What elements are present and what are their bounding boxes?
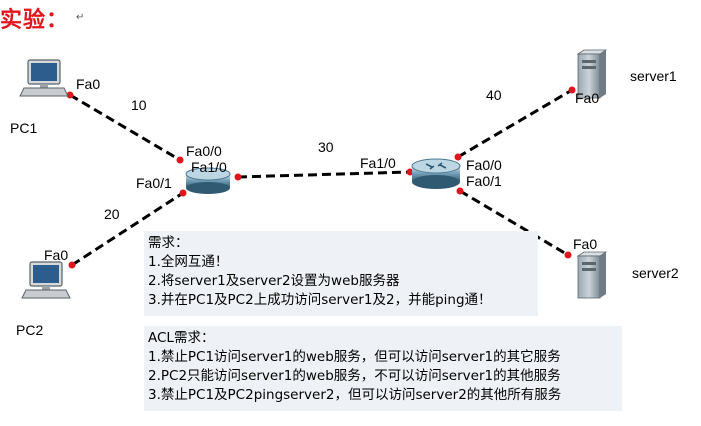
port-label-server2-fa0: Fa0 [573, 236, 598, 252]
link-router2-server1 [457, 88, 573, 159]
port-label-r1-fa10: Fa1/0 [191, 159, 227, 175]
port-dot-r2-fa01 [456, 187, 464, 195]
link-label-router2-server1: 40 [486, 87, 502, 103]
port-dot-pc2-fa0 [68, 261, 76, 269]
acl-requirements-box: ACL需求： 1.禁止PC1访问server1的web服务，但可以访问serve… [144, 326, 622, 411]
port-dot-server1-fa0 [568, 86, 576, 94]
acl-title: ACL需求： [148, 330, 215, 346]
server2-icon [576, 251, 608, 299]
port-label-pc2-fa0: Fa0 [44, 247, 69, 263]
acl-item: 2.PC2只能访问server1的web服务，不可以访问server1的其他服务 [148, 368, 561, 384]
port-label-server1-fa0: Fa0 [575, 90, 600, 106]
link-pc2-router1 [71, 191, 184, 267]
paragraph-mark: ↵ [76, 12, 85, 23]
server2-label: server2 [632, 265, 679, 281]
diagram-heading: 实验： [0, 7, 70, 33]
link-label-router1-router2: 30 [318, 139, 334, 155]
pc1-icon [19, 59, 69, 97]
port-dot-pc1-fa0 [66, 91, 74, 99]
port-dot-r1-fa00 [176, 156, 184, 164]
port-label-r2-fa10: Fa1/0 [360, 155, 396, 171]
pc2-icon [21, 261, 71, 299]
port-dot-r1-fa10 [234, 173, 242, 181]
port-label-pc1-fa0: Fa0 [76, 76, 101, 92]
link-router1-router2 [237, 170, 411, 179]
requirements-title: 需求： [148, 235, 189, 251]
pc2-label: PC2 [16, 322, 44, 338]
port-label-r1-fa00: Fa0/0 [186, 143, 222, 159]
server1-icon [576, 49, 608, 99]
link-label-pc2-router1: 20 [104, 206, 120, 222]
requirement-item: 3.并在PC1及PC2上成功访问server1及2，并能ping通！ [148, 292, 492, 308]
port-dot-r2-fa10 [406, 168, 414, 176]
router1-icon [185, 167, 231, 194]
acl-item: 1.禁止PC1访问server1的web服务，但可以访问server1的其它服务 [148, 349, 561, 365]
requirements-box: 需求： 1.全网互通！ 2.将server1及server2设置为web服务器 … [144, 231, 538, 316]
port-dot-r1-fa01 [179, 189, 187, 197]
acl-item: 3.禁止PC1及PC2pingserver2，但可以访问server2的其他所有… [148, 387, 562, 403]
server1-label: server1 [630, 68, 677, 84]
router2-icon [411, 158, 461, 189]
port-label-r1-fa01: Fa0/1 [136, 175, 172, 191]
requirement-item: 2.将server1及server2设置为web服务器 [148, 273, 400, 289]
requirement-item: 1.全网互通！ [148, 254, 229, 270]
port-label-r2-fa01: Fa0/1 [466, 173, 502, 189]
port-dot-server2-fa0 [564, 251, 572, 259]
link-label-pc1-router1: 10 [131, 97, 147, 113]
link-pc1-router1 [69, 93, 181, 162]
link-router2-server2 [459, 189, 569, 257]
pc1-label: PC1 [10, 120, 38, 136]
port-label-r2-fa00: Fa0/0 [466, 157, 502, 173]
port-dot-r2-fa00 [454, 153, 462, 161]
